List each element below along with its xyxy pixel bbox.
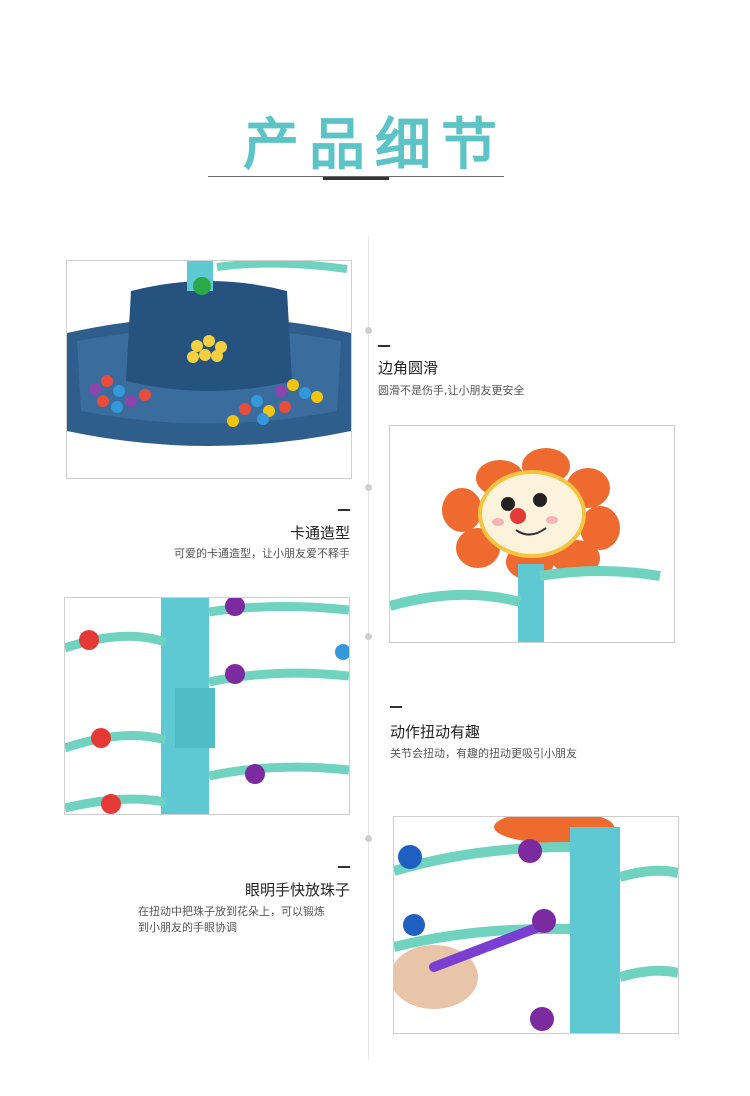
feature-title: 边角圆滑 xyxy=(378,359,439,377)
feature-desc: 在扭动中把珠子放到花朵上，可以锻炼 到小朋友的手眼协调 xyxy=(138,904,358,936)
title-underline xyxy=(208,176,504,177)
feature-title: 眼明手快放珠子 xyxy=(244,881,350,899)
feature-desc-line: 到小朋友的手眼协调 xyxy=(138,921,237,934)
product-photo-flower xyxy=(389,425,675,643)
timeline-dot xyxy=(365,633,372,640)
feature-desc: 圆滑不是伤手,让小朋友更安全 xyxy=(378,384,525,397)
feature-desc: 可爱的卡通造型，让小朋友爱不释手 xyxy=(174,547,350,560)
timeline-line xyxy=(368,236,369,1060)
feature-dash xyxy=(378,345,390,347)
product-photo-base xyxy=(66,260,352,479)
feature-desc: 关节会扭动，有趣的扭动更吸引小朋友 xyxy=(390,747,577,760)
timeline-dot xyxy=(365,835,372,842)
feature-dash xyxy=(338,509,350,511)
feature-dash xyxy=(338,866,350,868)
feature-desc-line: 在扭动中把珠子放到花朵上，可以锻炼 xyxy=(138,905,325,918)
title-underline-accent xyxy=(323,177,389,180)
feature-title: 动作扭动有趣 xyxy=(390,723,481,741)
page-title: 产品细节 xyxy=(243,113,507,178)
product-photo-stem xyxy=(64,597,350,815)
feature-title: 卡通造型 xyxy=(289,524,350,542)
timeline-dot xyxy=(365,484,372,491)
timeline-dot xyxy=(365,327,372,334)
product-photo-tweezers xyxy=(393,816,679,1034)
feature-dash xyxy=(390,706,402,708)
